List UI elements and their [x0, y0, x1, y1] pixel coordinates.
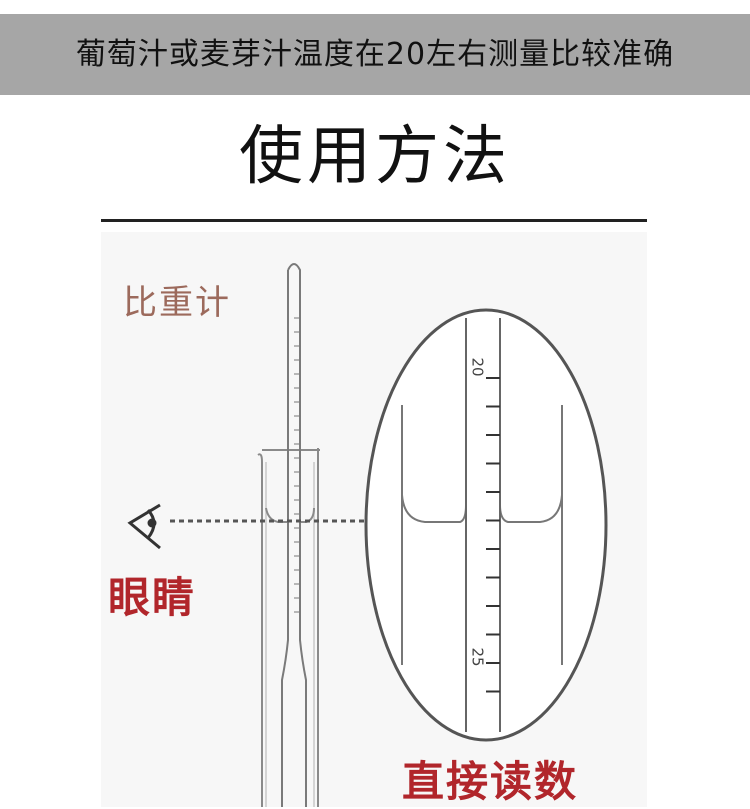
scale-label-25: 25 — [468, 647, 487, 667]
magnified-scale-ticks — [486, 377, 500, 693]
hydrometer — [281, 263, 307, 807]
eye-label: 眼睛 — [108, 573, 197, 622]
page-title: 使用方法 — [239, 120, 511, 194]
eye-icon — [127, 503, 161, 550]
scale-label-20: 20 — [468, 357, 487, 377]
read-directly-label: 直接读数 — [402, 757, 579, 806]
banner-text: 葡萄汁或麦芽汁温度在20左右测量比较准确 — [75, 37, 675, 72]
hydrometer-label: 比重计 — [123, 283, 231, 323]
magnified-cylinder-walls — [401, 405, 563, 665]
hydrometer-scale-ticks — [294, 317, 299, 613]
top-banner: 葡萄汁或麦芽汁温度在20左右测量比较准确 — [0, 14, 750, 95]
magnified-view — [364, 308, 608, 742]
title-divider — [101, 219, 647, 222]
